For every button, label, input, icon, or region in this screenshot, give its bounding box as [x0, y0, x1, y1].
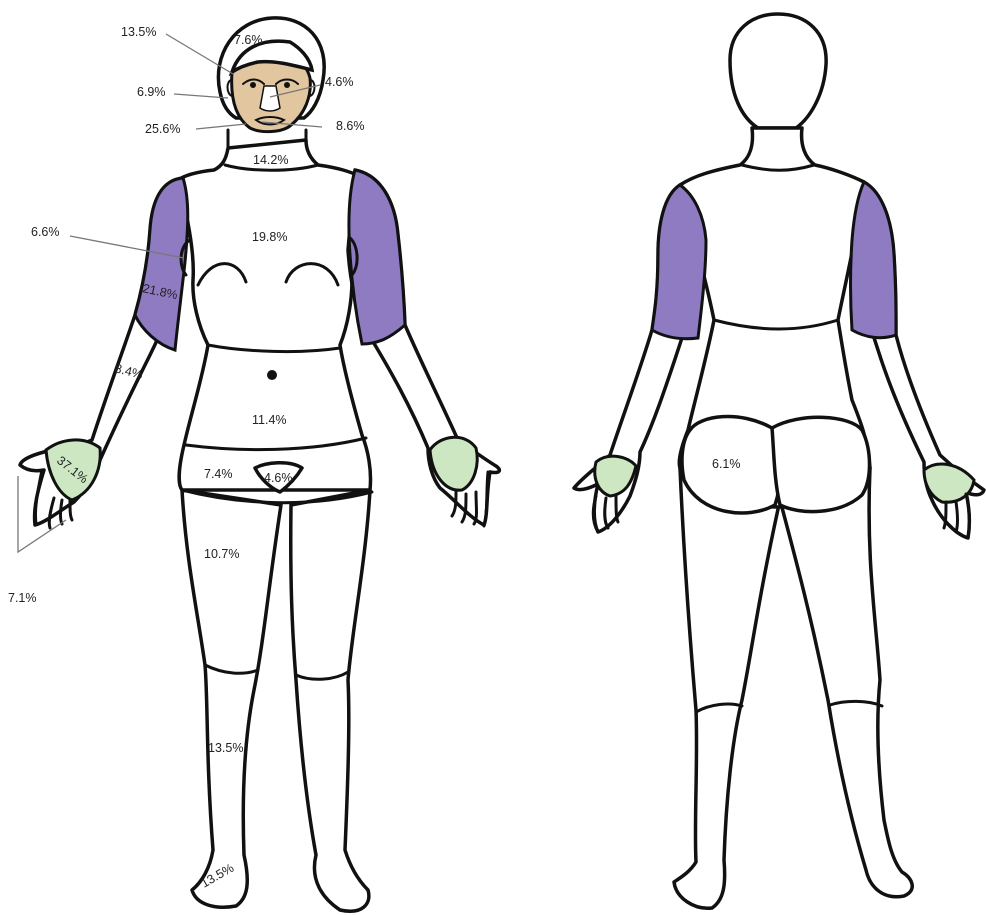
label-genital: 4.6% — [264, 471, 293, 485]
label-lower-leg: 13.5% — [208, 741, 243, 755]
back-head — [730, 14, 826, 128]
front-eye-right — [250, 82, 256, 88]
back-buttock-left — [772, 417, 870, 511]
front-figure — [20, 18, 499, 911]
back-labels: 6.1% — [712, 457, 741, 471]
front-nose-region — [260, 86, 280, 111]
back-leg-left — [780, 468, 912, 897]
label-buttocks: 6.1% — [712, 457, 741, 471]
label-cheek: 6.9% — [137, 85, 166, 99]
label-axilla: 6.6% — [31, 225, 60, 239]
back-leg-right — [674, 468, 780, 908]
label-fingers: 7.1% — [8, 591, 37, 605]
back-upper-arm-left-region — [851, 182, 897, 338]
label-nose: 4.6% — [325, 75, 354, 89]
label-neck: 14.2% — [253, 153, 288, 167]
back-figure — [574, 14, 984, 908]
label-groin: 7.4% — [204, 467, 233, 481]
label-chest: 19.8% — [252, 230, 287, 244]
label-chin: 8.6% — [336, 119, 365, 133]
back-upper-arm-right-region — [652, 185, 706, 339]
front-eye-left — [284, 82, 290, 88]
label-perioral: 25.6% — [145, 122, 180, 136]
front-navel — [267, 370, 277, 380]
label-forehead: 13.5% — [121, 25, 156, 39]
front-torso — [178, 140, 371, 490]
label-thigh: 10.7% — [204, 547, 239, 561]
label-abdomen: 11.4% — [252, 413, 287, 427]
label-scalp: 7.6% — [234, 33, 263, 47]
front-leg-left — [291, 490, 370, 911]
